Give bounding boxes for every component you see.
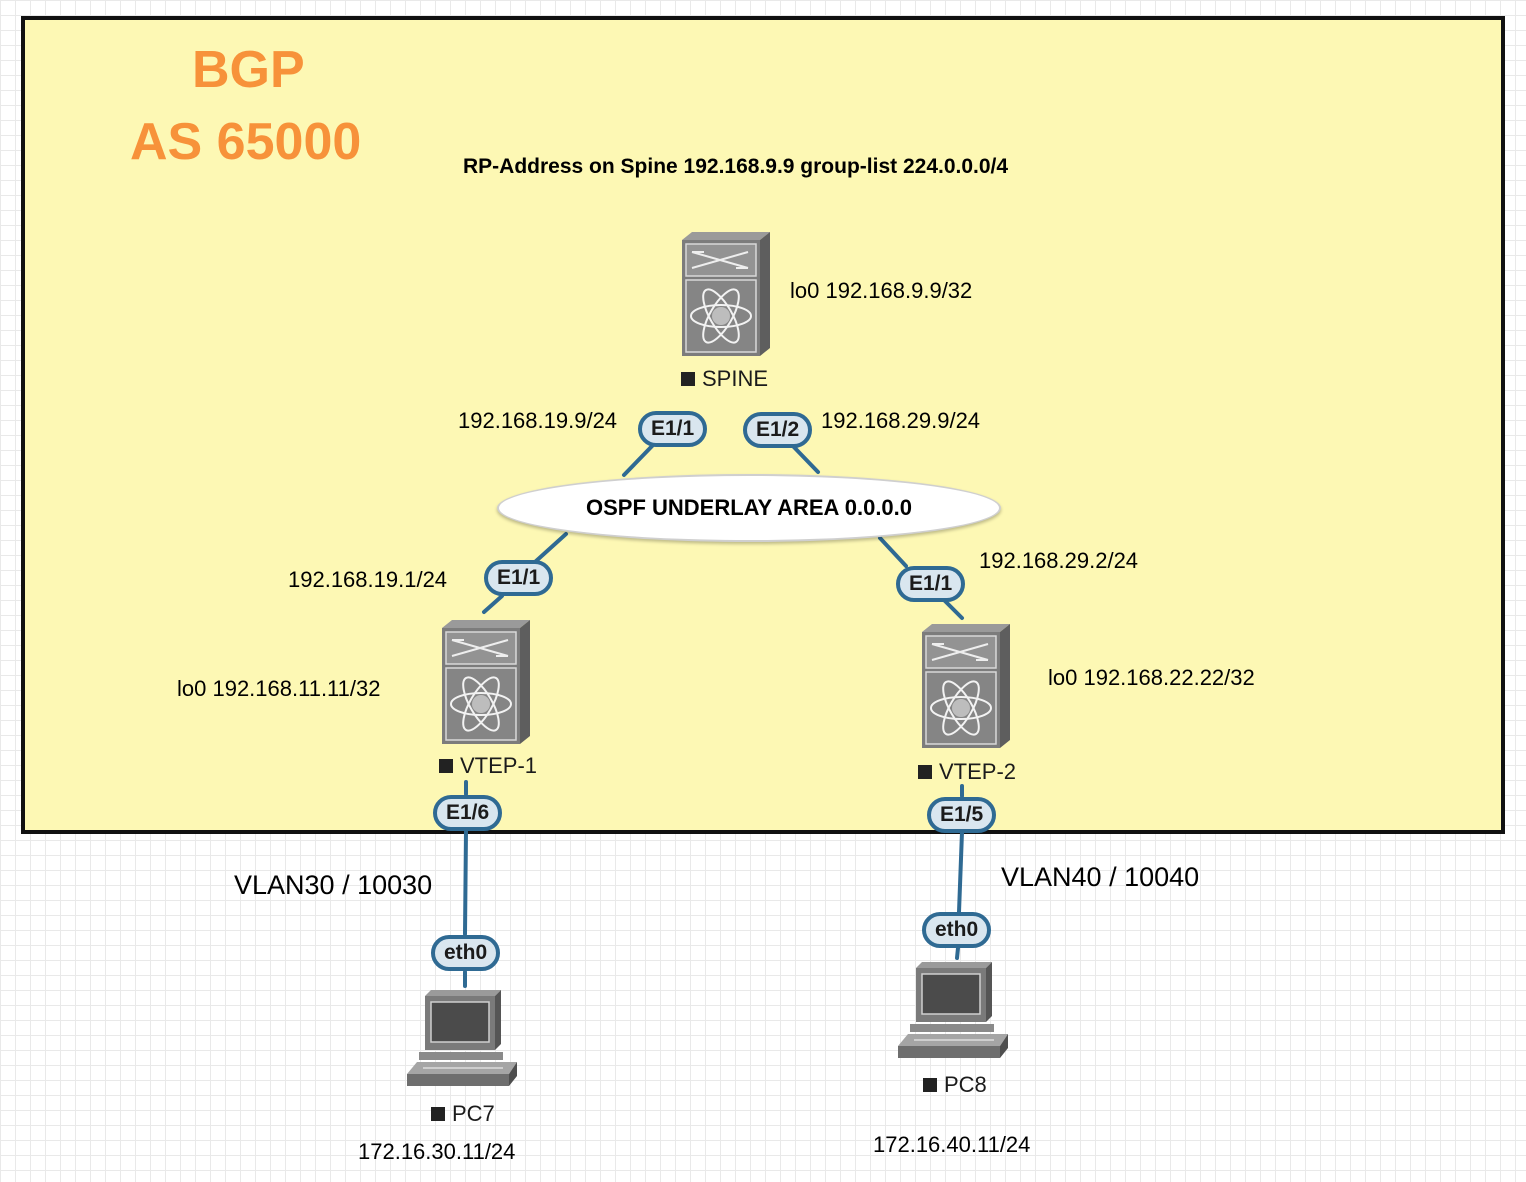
node-label-vtep2: VTEP-2 [918, 759, 1016, 785]
node-label-spine: SPINE [681, 366, 768, 392]
link-vtep1-pc7 [463, 828, 468, 936]
ospf-underlay-area: OSPF UNDERLAY AREA 0.0.0.0 [497, 474, 1001, 542]
node-status-square [918, 765, 932, 779]
node-label-pc7: PC7 [431, 1101, 495, 1127]
node-label-vtep1: VTEP-1 [439, 753, 537, 779]
nexus-switch-icon[interactable] [920, 624, 1012, 750]
addr-vtep1-e1-1: 192.168.19.1/24 [288, 567, 448, 592]
computer-icon[interactable] [896, 962, 1012, 1062]
pc7-ip: 172.16.30.11/24 [358, 1139, 516, 1164]
node-name: SPINE [702, 366, 769, 391]
port-vtep1-e1-6[interactable]: E1/6 [433, 795, 503, 831]
port-pc8-eth0[interactable]: eth0 [922, 912, 992, 948]
link-vtep1-stub [482, 594, 504, 614]
rp-address-note: RP-Address on Spine 192.168.9.9 group-li… [463, 155, 1009, 178]
node-status-square [431, 1107, 445, 1121]
pc8-ip: 172.16.40.11/24 [873, 1132, 1031, 1157]
node-status-square [681, 372, 695, 386]
link-spine-ospf-left [622, 441, 657, 477]
link-pc8-stub [955, 946, 960, 960]
port-vtep2-e1-1[interactable]: E1/1 [896, 566, 966, 602]
ospf-area-label: OSPF UNDERLAY AREA 0.0.0.0 [585, 495, 913, 520]
port-spine-e1-2[interactable]: E1/2 [743, 412, 813, 448]
vlan-label-left: VLAN30 / 10030 [234, 870, 433, 900]
port-spine-e1-1[interactable]: E1/1 [638, 411, 708, 447]
node-name: PC8 [944, 1072, 987, 1097]
vlan-label-right: VLAN40 / 10040 [1001, 862, 1200, 892]
addr-spine-e1-2: 192.168.29.9/24 [821, 408, 981, 433]
node-status-square [923, 1078, 937, 1092]
vtep1-loopback: lo0 192.168.11.11/32 [177, 676, 381, 701]
node-status-square [439, 759, 453, 773]
addr-spine-e1-1: 192.168.19.9/24 [458, 408, 618, 433]
link-ospf-vtep2 [878, 536, 908, 568]
addr-vtep2-e1-1: 192.168.29.2/24 [979, 548, 1139, 573]
node-name: PC7 [452, 1101, 495, 1126]
node-label-pc8: PC8 [923, 1072, 987, 1098]
port-pc7-eth0[interactable]: eth0 [431, 935, 501, 971]
nexus-switch-icon[interactable] [680, 232, 772, 358]
link-vtep2-pc8 [957, 830, 964, 914]
port-vtep2-e1-5[interactable]: E1/5 [927, 797, 997, 833]
node-name: VTEP-2 [939, 759, 1017, 784]
nexus-switch-icon[interactable] [440, 620, 532, 746]
link-ospf-vtep1 [533, 532, 568, 564]
bgp-title: BGP [192, 41, 305, 99]
node-name: VTEP-1 [460, 753, 538, 778]
computer-icon[interactable] [405, 990, 521, 1090]
link-vtep2-stub [942, 598, 964, 620]
vtep2-loopback: lo0 192.168.22.22/32 [1048, 665, 1255, 690]
port-vtep1-e1-1[interactable]: E1/1 [484, 560, 554, 596]
as-number-title: AS 65000 [130, 113, 362, 171]
spine-loopback: lo0 192.168.9.9/32 [790, 278, 973, 303]
